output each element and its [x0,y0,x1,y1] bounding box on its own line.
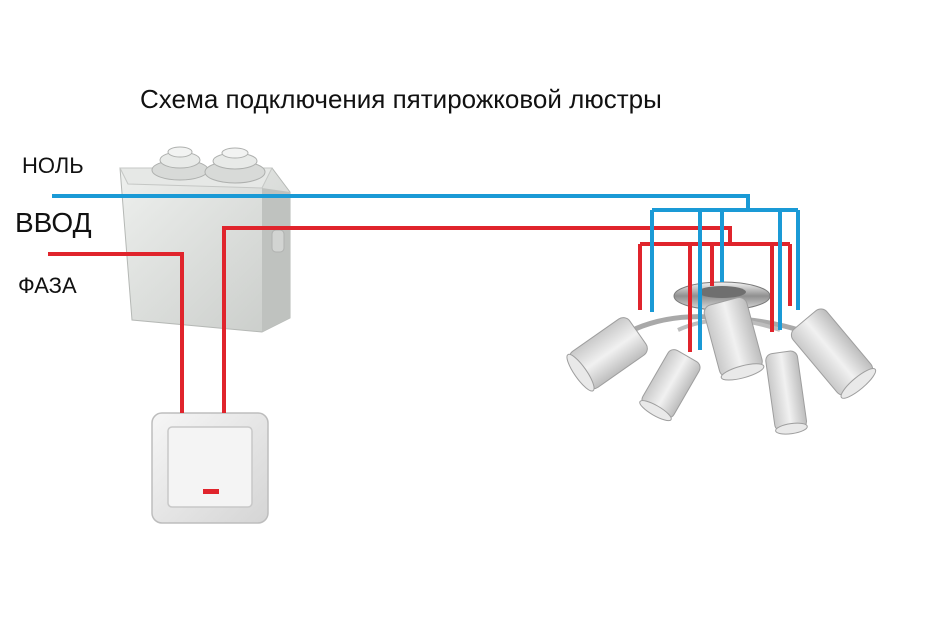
input-label: ВВОД [15,207,92,238]
box-gland-left [151,146,209,181]
switch-indicator [203,489,219,494]
phase-label: ФАЗА [18,273,77,298]
light-switch [151,412,269,524]
diagram-title: Схема подключения пятирожковой люстры [140,84,662,114]
neutral-wires [52,194,800,350]
lamp-shade-3 [703,296,765,381]
junction-box [119,146,291,333]
lamp-shade-1 [566,317,648,392]
box-gland-right [204,147,266,184]
chandelier [566,281,877,435]
neutral-label: НОЛЬ [22,153,84,178]
lamp-shade-4 [765,350,808,435]
neutral-wire-main [52,194,750,210]
lamp-shade-5 [790,308,877,399]
phase-wires [48,226,792,413]
lamp-shade-2 [639,349,701,422]
phase-wire-switch-out [222,226,732,413]
phase-wire-input [48,252,184,413]
